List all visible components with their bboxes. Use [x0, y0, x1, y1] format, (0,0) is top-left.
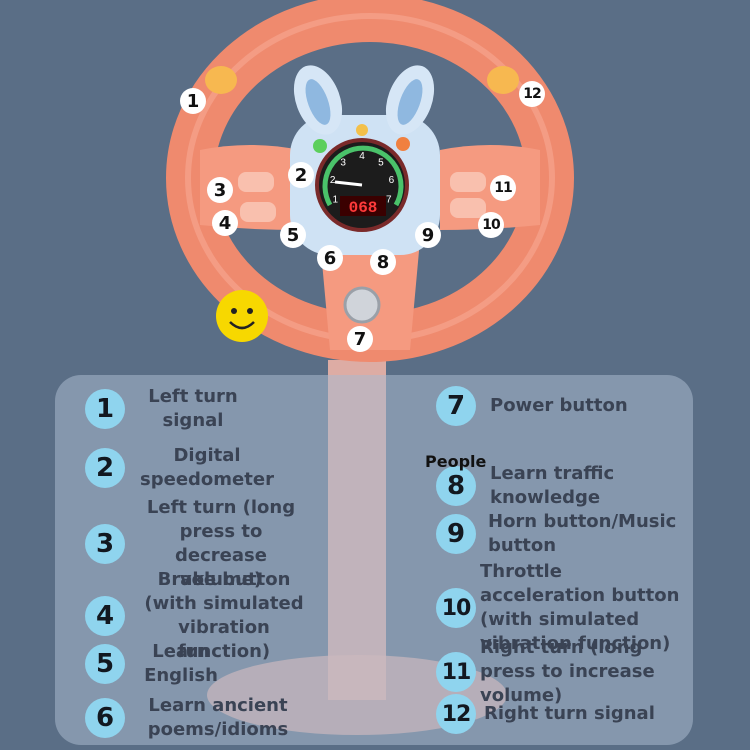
dial-tick-label: 1 — [332, 195, 338, 206]
callout-11: 11 — [490, 175, 516, 201]
legend-text: Learn ancient poems/idioms — [147, 695, 289, 740]
legend-item-11: 11 Right turn (long press to increase vo… — [436, 636, 686, 708]
dial-tick-label: 4 — [359, 151, 365, 162]
callout-10: 10 — [478, 212, 504, 238]
legend-text: Learn English — [144, 641, 218, 686]
callout-8: 8 — [370, 249, 396, 275]
legend-item-2: 2 Digital speedometer — [85, 444, 325, 492]
dial-tick-label: 2 — [330, 175, 336, 186]
legend-text: Brake button (with simulated vibration f… — [144, 569, 304, 662]
legend-text: Horn button/Music button — [488, 511, 677, 556]
speedometer-readout: 068 — [349, 199, 378, 217]
legend-text: Left turn signal — [148, 386, 238, 431]
legend-text: Power button — [490, 395, 628, 416]
legend-text: Right turn (long press to increase volum… — [480, 637, 655, 706]
callout-9: 9 — [415, 222, 441, 248]
callout-12: 12 — [519, 81, 545, 107]
dial-tick-label: 7 — [386, 195, 392, 206]
legend-text: Throttle acceleration button (with simul… — [480, 561, 680, 654]
legend-badge: 3 — [85, 524, 125, 564]
dial-tick-label: 5 — [378, 158, 384, 169]
legend-item-7: 7 Power button — [436, 386, 686, 426]
overlay-people-text: People — [425, 452, 487, 471]
legend-text: Left turn (long press to decrease volume… — [146, 497, 296, 590]
legend-item-3: 3 Left turn (long press to decrease volu… — [85, 496, 325, 592]
legend-badge: 11 — [436, 652, 476, 692]
dial-tick-label: 6 — [389, 175, 395, 186]
legend-item-1: 1 Left turn signal — [85, 385, 325, 433]
callout-5: 5 — [280, 222, 306, 248]
legend-badge: 12 — [436, 694, 476, 734]
callout-4: 4 — [212, 210, 238, 236]
legend-badge: 8 — [436, 466, 476, 506]
legend-item-9: 9 Horn button/Music button — [436, 510, 686, 558]
power-knob — [343, 286, 381, 324]
legend-text: Learn traffic knowledge — [490, 463, 615, 508]
legend-badge: 6 — [85, 698, 125, 738]
legend-badge: 2 — [85, 448, 125, 488]
legend-text: Right turn signal — [484, 703, 655, 724]
legend-badge: 9 — [436, 514, 476, 554]
callout-2: 2 — [288, 162, 314, 188]
smiley-sticker — [216, 290, 268, 342]
legend-badge: 10 — [436, 588, 476, 628]
callout-1: 1 — [180, 88, 206, 114]
callout-6: 6 — [317, 245, 343, 271]
legend-item-10: 10 Throttle acceleration button (with si… — [436, 560, 686, 656]
legend-text: Digital speedometer — [140, 445, 274, 490]
legend-item-4: 4 Brake button (with simulated vibration… — [85, 568, 325, 664]
legend-badge: 4 — [85, 596, 125, 636]
legend-item-12: 12 Right turn signal — [436, 694, 686, 734]
legend-badge: 7 — [436, 386, 476, 426]
legend-panel — [55, 375, 693, 745]
legend-item-8: 8 Learn traffic knowledge — [436, 462, 686, 510]
legend-item-5: 5 Learn English — [85, 640, 325, 688]
legend-item-6: 6 Learn ancient poems/idioms — [85, 694, 325, 742]
dial-tick-label: 3 — [340, 158, 346, 169]
callout-7: 7 — [347, 326, 373, 352]
legend-badge: 5 — [85, 644, 125, 684]
legend-badge: 1 — [85, 389, 125, 429]
callout-3: 3 — [207, 177, 233, 203]
